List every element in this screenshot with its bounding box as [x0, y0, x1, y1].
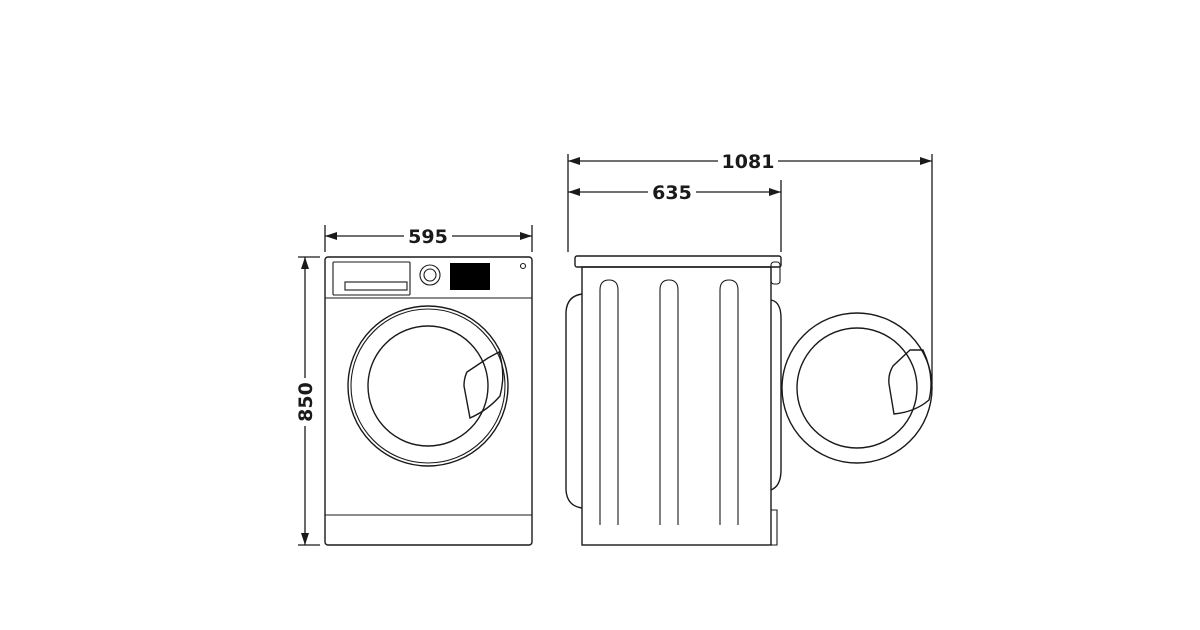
front-view — [324, 256, 533, 546]
side-worktop — [574, 255, 782, 268]
program-knob — [419, 264, 441, 286]
front-door — [347, 305, 509, 467]
side-bottom-step — [771, 509, 778, 546]
dimension-depth: 635 — [567, 180, 782, 252]
program-knob-inner — [423, 268, 437, 282]
open-door-view — [781, 312, 933, 464]
width-label: 595 — [408, 226, 448, 248]
side-view — [565, 255, 782, 546]
power-button — [519, 262, 527, 270]
display-panel — [450, 263, 490, 290]
side-body — [581, 266, 772, 546]
dimension-height: 850 — [293, 256, 320, 546]
depth-door-open-label: 1081 — [722, 151, 775, 173]
side-ribs — [599, 279, 739, 525]
depth-label: 635 — [652, 182, 692, 204]
door-handle — [463, 350, 504, 419]
dimension-width: 595 — [324, 224, 533, 252]
detergent-drawer — [332, 261, 411, 296]
side-knob — [770, 261, 781, 285]
height-label: 850 — [295, 382, 317, 422]
open-door-handle — [888, 349, 932, 415]
back-bulge — [565, 293, 583, 509]
front-cabinet — [324, 256, 533, 546]
dimension-depth-door-open: 1081 — [567, 149, 933, 384]
side-door-profile — [770, 299, 782, 491]
